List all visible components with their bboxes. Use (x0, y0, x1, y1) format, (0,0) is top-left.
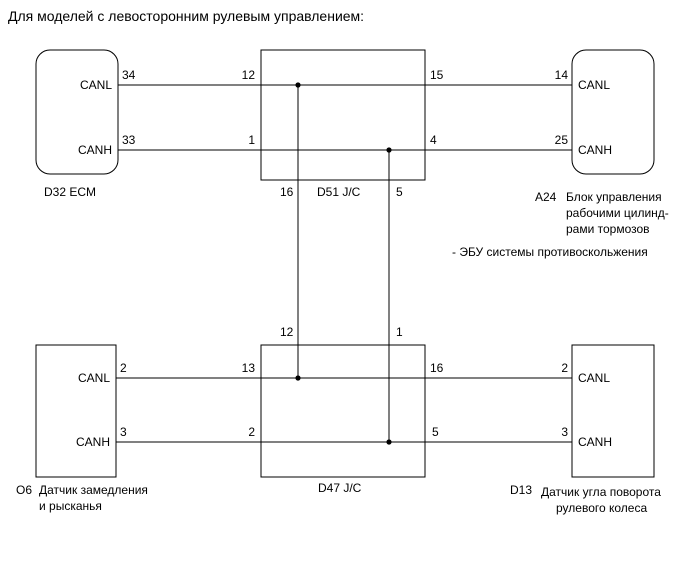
a24-canh-label: CANH (578, 143, 612, 157)
junction-dot (386, 439, 392, 445)
d51-pin-15: 15 (430, 68, 444, 82)
o6-code: O6 (16, 483, 32, 497)
d51-pin-1: 1 (248, 133, 255, 147)
d47-pin-2: 2 (248, 425, 255, 439)
d32-canl-label: CANL (80, 78, 112, 92)
a24-pin-canh: 25 (555, 133, 569, 147)
d32-pin-canh: 33 (122, 133, 136, 147)
d13-pin-canl: 2 (561, 361, 568, 375)
o6-canl-label: CANL (78, 371, 110, 385)
d51-pin-12: 12 (242, 68, 256, 82)
d47-pin-1: 1 (396, 325, 403, 339)
o6-canh-label: CANH (76, 435, 110, 449)
diagram-title: Для моделей с левосторонним рулевым упра… (8, 8, 364, 24)
d47-pin-5: 5 (432, 425, 439, 439)
d13-canl-label: CANL (578, 371, 610, 385)
d47-name: D47 J/C (318, 481, 362, 495)
o6-name-line1: Датчик замедления (39, 483, 148, 497)
d47-pin-13: 13 (242, 361, 256, 375)
jc-d47-box (260, 344, 426, 478)
jc-d51-box (260, 49, 426, 181)
junction-dot (386, 147, 392, 153)
a24-name-line1: Блок управления (566, 190, 662, 204)
d32-canh-label: CANH (78, 143, 112, 157)
d32-pin-canl: 34 (122, 68, 136, 82)
ecu-a24-box (571, 49, 655, 175)
o6-pin-canh: 3 (120, 425, 127, 439)
a24-pin-canl: 14 (555, 68, 569, 82)
ecu-d32-box (35, 49, 119, 175)
d13-name-line1: Датчик угла поворота (541, 485, 661, 499)
d47-pin-16: 16 (430, 361, 444, 375)
d13-code: D13 (510, 483, 532, 497)
o6-pin-canl: 2 (120, 361, 127, 375)
d51-name: D51 J/C (317, 185, 361, 199)
d47-pin-12: 12 (280, 325, 294, 339)
d51-pin-16: 16 (280, 185, 294, 199)
sensor-d13-box (571, 344, 655, 478)
a24-name-line2: рабочими цилинд- (566, 206, 669, 220)
a24-note: - ЭБУ системы противоскольжения (452, 245, 648, 259)
a24-code: A24 (535, 190, 557, 204)
d51-pin-5: 5 (396, 185, 403, 199)
o6-name-line2: и рысканья (39, 499, 102, 513)
d51-pin-4: 4 (430, 133, 437, 147)
d13-name-line2: рулевого колеса (556, 501, 647, 515)
d13-canh-label: CANH (578, 435, 612, 449)
junction-dot (295, 375, 301, 381)
a24-name-line3: рами тормозов (566, 222, 650, 236)
a24-canl-label: CANL (578, 78, 610, 92)
d13-pin-canh: 3 (561, 425, 568, 439)
sensor-o6-box (35, 344, 117, 478)
d32-name: D32 ECM (44, 185, 96, 199)
junction-dot (295, 82, 301, 88)
